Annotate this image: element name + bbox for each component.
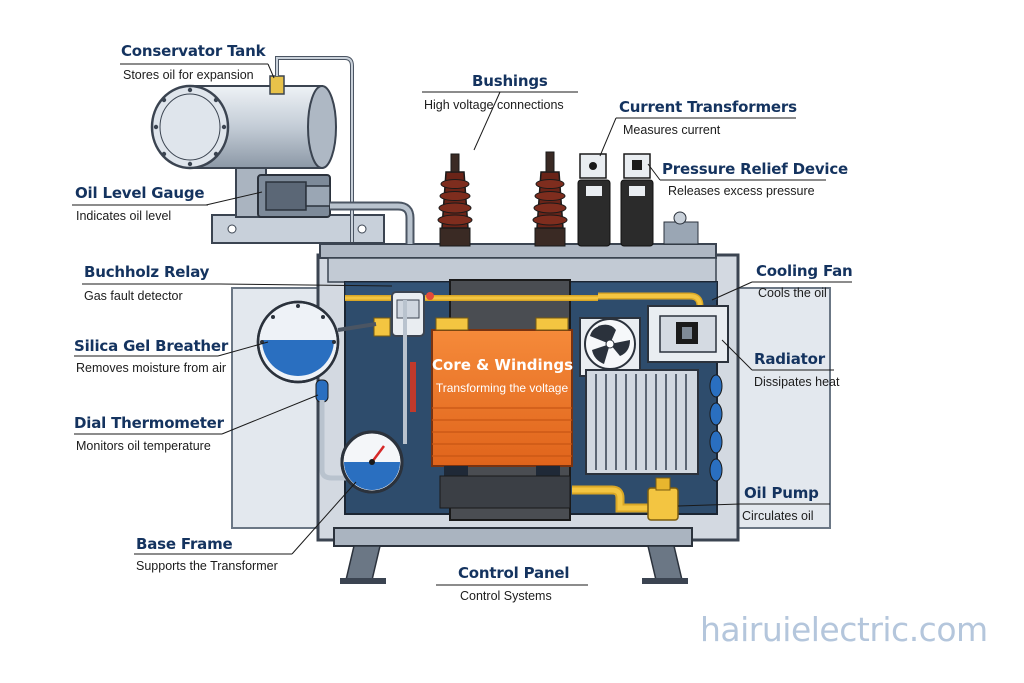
radiator <box>585 369 723 482</box>
buchholz-desc: Gas fault detector <box>84 289 183 303</box>
oil-pump-title: Oil Pump <box>744 484 819 502</box>
base-frame-title: Base Frame <box>136 535 233 553</box>
bushings-desc: High voltage connections <box>424 98 564 112</box>
radiator-desc: Dissipates heat <box>754 375 840 389</box>
core-desc: Transforming the voltage <box>435 381 569 395</box>
current-tx-title: Current Transformers <box>619 98 797 116</box>
control-panel-title: Control Panel <box>458 564 570 582</box>
dial-thermometer <box>319 300 416 494</box>
pressure-relief-desc: Releases excess pressure <box>668 184 815 198</box>
base-frame-desc: Supports the Transformer <box>136 559 278 573</box>
conservator-tank <box>150 56 385 244</box>
breather-title: Silica Gel Breather <box>74 337 229 355</box>
bushing-left <box>437 153 473 247</box>
buchholz-relay <box>345 291 598 337</box>
oil-level-title: Oil Level Gauge <box>75 184 205 202</box>
oil-pump-desc: Circulates oil <box>742 509 814 523</box>
cooling-fan-desc: Cools the oil <box>758 286 827 300</box>
current-tx-desc: Measures current <box>623 123 721 137</box>
cooling-fan-title: Cooling Fan <box>756 262 853 280</box>
pressure-relief-unit <box>620 153 699 247</box>
core-windings <box>431 279 573 521</box>
conservator-title: Conservator Tank <box>121 42 266 60</box>
bushings-title: Bushings <box>472 72 548 90</box>
radiator-control-box <box>647 305 729 363</box>
core-title: Core & Windings <box>432 356 573 374</box>
conservator-desc: Stores oil for expansion <box>123 68 254 82</box>
cooling-fan <box>579 292 704 377</box>
oil-level-gauge <box>257 174 415 244</box>
radiator-title: Radiator <box>754 350 825 368</box>
control-panel-desc: Control Systems <box>460 589 552 603</box>
thermometer-title: Dial Thermometer <box>74 414 224 432</box>
oil-pump <box>572 477 679 521</box>
watermark: hairuielectric.com <box>700 610 988 649</box>
leader-lines <box>72 63 852 586</box>
buchholz-title: Buchholz Relay <box>84 263 210 281</box>
pressure-relief-title: Pressure Relief Device <box>662 160 849 178</box>
oil-level-desc: Indicates oil level <box>76 209 172 223</box>
silica-gel-breather <box>256 300 377 403</box>
thermometer-desc: Monitors oil temperature <box>76 439 211 453</box>
breather-desc: Removes moisture from air <box>76 361 227 375</box>
base-frame <box>333 527 693 584</box>
current-transformer-unit <box>577 153 611 247</box>
bushing-right <box>532 151 568 247</box>
